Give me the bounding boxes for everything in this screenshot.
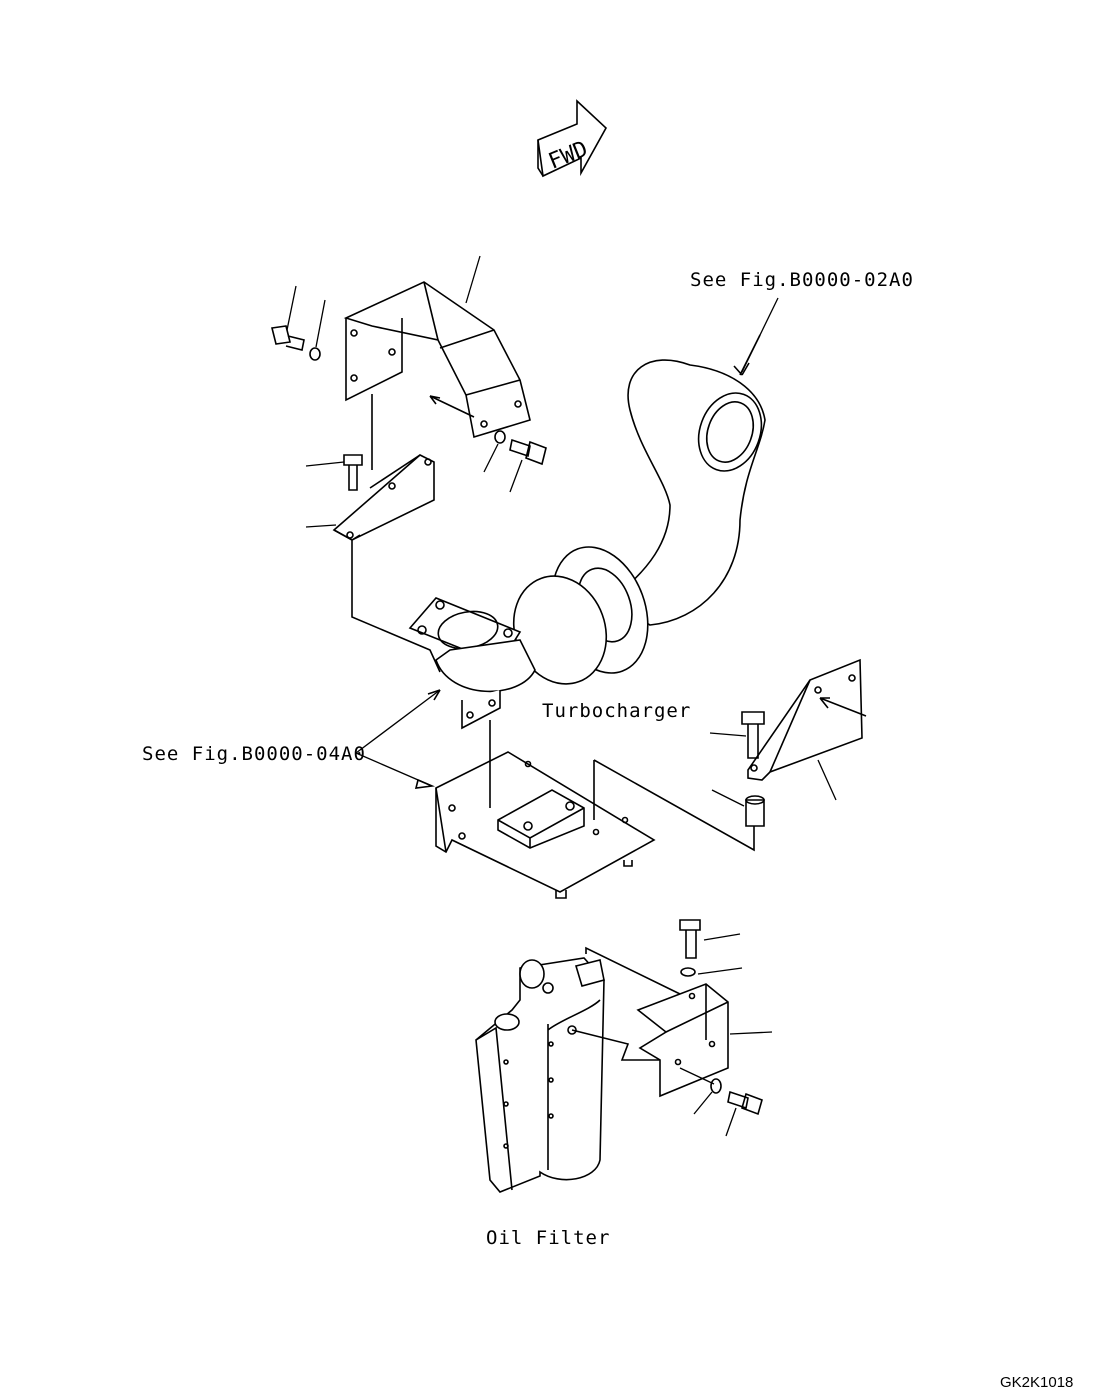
washer-icon	[309, 347, 321, 361]
oil-filter	[475, 957, 605, 1193]
assembly-lines	[593, 759, 755, 852]
assembly-lines	[571, 946, 681, 1061]
bolt-icon	[343, 454, 363, 491]
arrow-icon	[427, 689, 441, 701]
ref-intake-label: See Fig.B0000-02A0	[690, 269, 914, 291]
leader-lines	[679, 933, 773, 1137]
spacer-top	[745, 795, 765, 805]
fwd-arrow-icon: FWD	[537, 99, 608, 178]
bolt-icon	[679, 919, 701, 959]
leader-lines	[709, 732, 837, 807]
bolt-icon	[271, 325, 305, 351]
leader-lines	[741, 297, 779, 373]
fwd-label: FWD	[545, 137, 591, 175]
bolt-icon	[741, 711, 765, 759]
washer-icon	[494, 430, 506, 444]
ref-exhaust-label: See Fig.B0000-04A0	[142, 743, 366, 765]
oil-filter-label: Oil Filter	[486, 1227, 610, 1249]
intake-elbow-pipe	[608, 334, 766, 626]
triangle-bracket	[747, 658, 867, 781]
leader-lines	[465, 255, 481, 304]
leader-lines	[286, 285, 326, 348]
assembly-lines	[351, 394, 441, 673]
turbocharger-label: Turbocharger	[542, 700, 691, 722]
spacer-icon	[745, 799, 765, 827]
bolt-icon	[509, 438, 547, 466]
leader-lines	[355, 689, 441, 787]
leader-lines	[305, 461, 345, 528]
turbocharger	[408, 546, 649, 730]
washer-icon	[680, 967, 696, 977]
bolt-icon	[727, 1090, 763, 1116]
heat-shield-cover	[343, 281, 531, 439]
filter-bracket	[636, 983, 729, 1098]
mounting-plate	[435, 720, 656, 899]
washer-icon	[710, 1078, 722, 1094]
arrow-icon	[429, 395, 475, 418]
arrow-icon	[414, 778, 436, 789]
leader-lines	[483, 443, 523, 493]
drawing-code: GK2K1018	[1000, 1374, 1073, 1391]
